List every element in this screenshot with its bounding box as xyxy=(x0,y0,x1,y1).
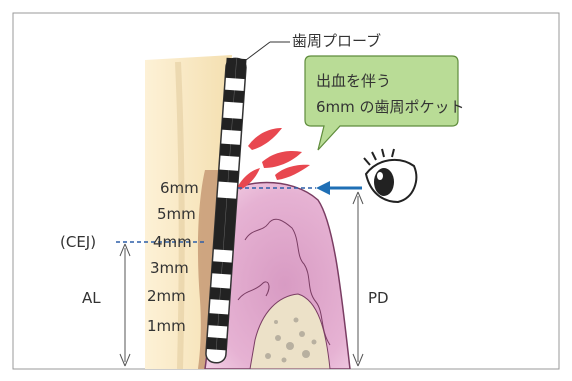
pd-label: PD xyxy=(368,289,389,307)
depth-label-3mm: 3mm xyxy=(150,259,189,277)
depth-label-4mm: 4mm xyxy=(153,233,192,251)
callout-line2: 6mm の歯周ポケット xyxy=(316,98,465,116)
probe-label: 歯周プローブ xyxy=(292,32,381,50)
cej-label: (CEJ) xyxy=(60,233,96,251)
depth-label-5mm: 5mm xyxy=(157,205,196,223)
depth-label-6mm: 6mm xyxy=(160,179,199,197)
callout-line1: 出血を伴う xyxy=(316,72,391,90)
depth-label-1mm: 1mm xyxy=(147,317,186,335)
depth-label-2mm: 2mm xyxy=(147,287,186,305)
al-label: AL xyxy=(82,289,101,307)
